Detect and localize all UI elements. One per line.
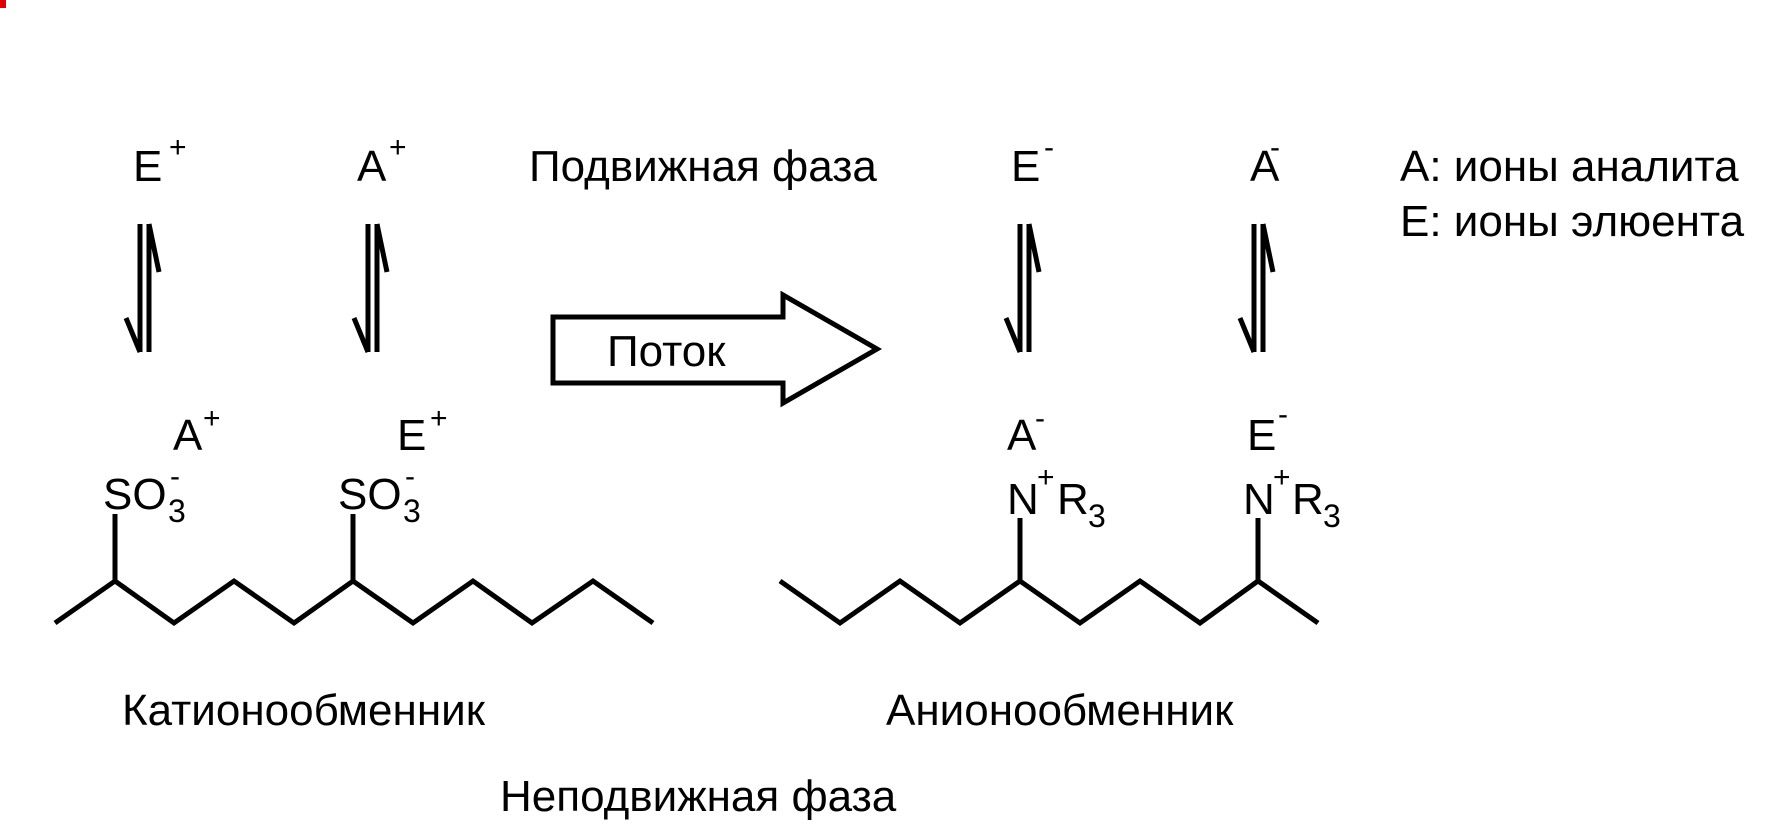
ion-charge: -: [1035, 402, 1045, 435]
corner-mark: [0, 0, 6, 8]
cation-bound-ion-1: A +: [173, 402, 221, 460]
group-subscript: 3: [1323, 498, 1341, 534]
equilibrium-arrows-icon: [354, 224, 387, 352]
ion-symbol: A: [1250, 142, 1280, 191]
group-subscript: 3: [1088, 498, 1106, 534]
sulfonate-group-1: SO 3 -: [103, 460, 186, 529]
anion-bound-ion-2: E -: [1247, 398, 1288, 460]
cation-exchanger-label: Катионообменник: [122, 686, 486, 735]
cation-exchanger-chain: [53, 577, 655, 627]
sulfonate-group-2: SO 3 -: [338, 460, 421, 529]
ion-charge: +: [389, 131, 407, 164]
ion-charge: -: [1044, 131, 1054, 164]
group-rest: R: [1057, 475, 1089, 524]
cation-mobile-ion-1: E +: [133, 131, 187, 191]
group-charge: -: [405, 460, 415, 493]
cation-bound-ion-2: E +: [397, 402, 448, 460]
ion-charge: +: [203, 402, 221, 435]
cation-mobile-ion-2: A +: [357, 131, 407, 191]
equilibrium-arrows-icon: [1240, 224, 1273, 352]
group-base: N: [1007, 475, 1039, 524]
ion-symbol: E: [1011, 142, 1040, 191]
ion-charge: -: [1278, 398, 1288, 431]
ion-symbol: E: [1247, 411, 1276, 460]
ammonium-group-1: N + R 3: [1007, 461, 1106, 534]
group-charge: -: [170, 460, 180, 493]
group-charge: +: [1273, 461, 1291, 494]
group-subscript: 3: [168, 493, 186, 529]
anion-bound-ion-1: A -: [1007, 402, 1045, 460]
ion-charge: +: [430, 402, 448, 435]
ion-charge: -: [1270, 131, 1280, 164]
group-charge: +: [1037, 461, 1055, 494]
equilibrium-arrows-icon: [126, 224, 159, 352]
stationary-phase-label: Неподвижная фаза: [500, 772, 897, 821]
equilibrium-arrows-icon: [1006, 224, 1039, 352]
anion-exchanger-chain: [778, 577, 1320, 627]
group-rest: R: [1292, 475, 1324, 524]
ion-charge: +: [169, 131, 187, 164]
group-base: N: [1243, 475, 1275, 524]
mobile-phase-label: Подвижная фаза: [529, 142, 877, 191]
legend-eluent: E: ионы элюента: [1400, 197, 1745, 246]
group-subscript: 3: [403, 493, 421, 529]
anion-mobile-ion-2: A -: [1250, 131, 1280, 191]
ion-symbol: E: [133, 142, 162, 191]
ion-symbol: A: [357, 142, 387, 191]
flow-arrow-icon: [550, 290, 883, 408]
group-base: SO: [103, 470, 167, 519]
legend-analyte: A: ионы аналита: [1400, 142, 1739, 191]
ammonium-group-2: N + R 3: [1243, 461, 1341, 534]
anion-exchanger-label: Анионообменник: [886, 686, 1234, 735]
anion-mobile-ion-1: E -: [1011, 131, 1054, 191]
ion-symbol: E: [397, 411, 426, 460]
flow-label: Поток: [607, 327, 726, 376]
group-base: SO: [338, 470, 402, 519]
ion-symbol: A: [1007, 411, 1037, 460]
ion-symbol: A: [173, 411, 203, 460]
